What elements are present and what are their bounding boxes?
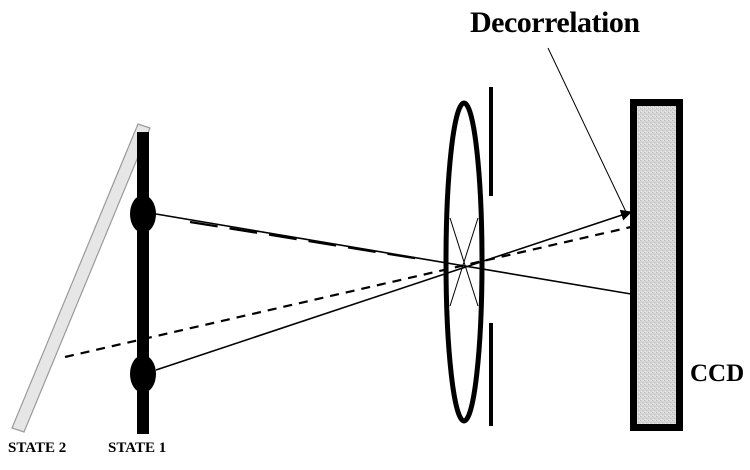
state2-label: STATE 2 [8, 440, 67, 456]
lens-cross-line-2 [449, 217, 479, 307]
state2-plate [11, 123, 151, 433]
decorrelation-pointer [547, 47, 628, 215]
state1-label: STATE 1 [108, 440, 167, 456]
decorrelation-label: Decorrelation [470, 6, 640, 39]
upper-source-point [130, 195, 156, 233]
aperture-lower-blade [489, 323, 493, 426]
ray-lower-to-sensor [155, 209, 633, 371]
lower-source-point [130, 355, 156, 393]
ccd-sensor [630, 99, 683, 431]
ccd-label: CCD [690, 360, 745, 387]
aperture-upper-blade [489, 87, 493, 196]
ray-state2-dashed [64, 225, 632, 359]
